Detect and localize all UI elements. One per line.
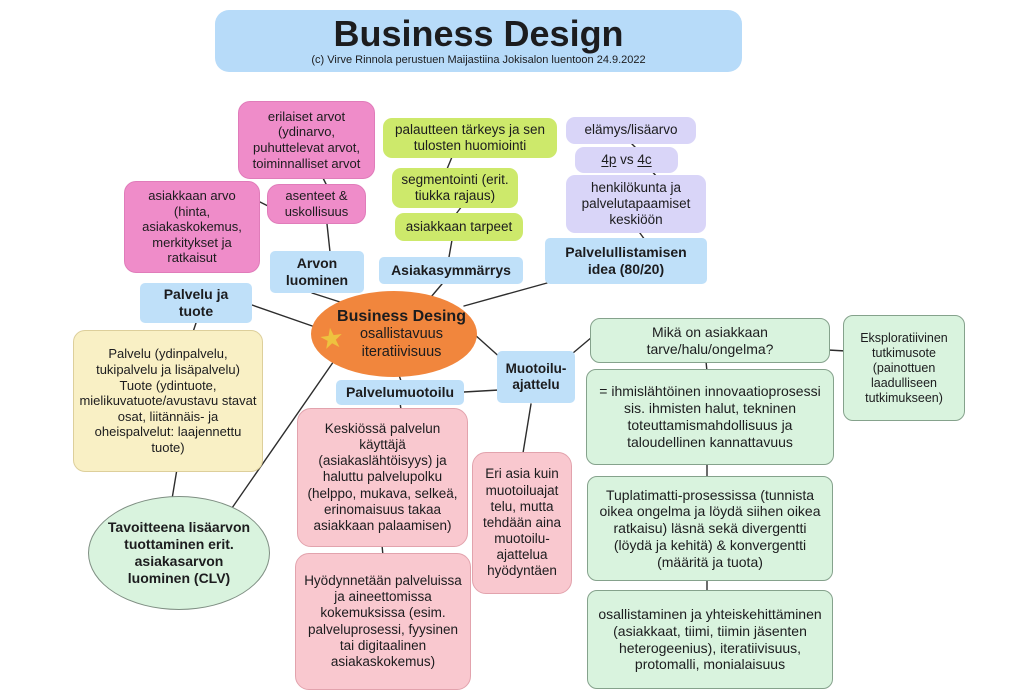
vs-label: vs [616, 151, 638, 167]
node-palvelu-tuote-info: Palvelu (ydinpalvelu, tukipalvelu ja lis… [73, 330, 263, 472]
node-mika-on-asiakkaan-tarve: Mikä on asiakkaan tarve/halu/ongelma? [590, 318, 830, 363]
connector-line [463, 389, 500, 393]
4p-vs-4c-label: 4p vs 4c [601, 152, 651, 168]
node-palvelu-ja-tuote: Palvelu ja tuote [140, 283, 252, 323]
node-eksploratiivinen-tutkimusote: Eksploratiivinen tutkimusote (painottuen… [843, 315, 965, 421]
node-palautteen-tarkeys: palautteen tärkeys ja sen tulosten huomi… [383, 118, 557, 158]
node-tuplatimatti-prosessi: Tuplatimatti-prosessissa (tunnista oikea… [587, 476, 833, 581]
credit-line: (c) Virve Rinnola perustuen Maijastiina … [311, 54, 646, 67]
node-4p-vs-4c: 4p vs 4c [575, 147, 678, 173]
node-henkilokunta: henkilökunta ja palvelutapaamiset keskiö… [566, 175, 706, 233]
4p-label: 4p [601, 151, 617, 167]
connector-line [463, 282, 548, 307]
node-asiakkaan-tarpeet: asiakkaan tarpeet [395, 213, 523, 241]
node-eri-asia-kuin: Eri asia kuin muotoiluajat telu, mutta t… [472, 452, 572, 594]
node-osallistaminen-yhteiskehittaminen: osallistaminen ja yhteiskehittäminen (as… [587, 590, 833, 689]
connector-line [522, 403, 532, 454]
node-palvelumuotoilu: Palvelumuotoilu [336, 380, 464, 405]
node-arvon-luominen: Arvon luominen [270, 251, 364, 293]
node-erilaiset-arvot: erilaiset arvot (ydinarvo, puhuttelevat … [238, 101, 375, 179]
star-icon: ★ [316, 321, 347, 356]
node-asenteet-uskollisuus: asenteet & uskollisuus [267, 184, 366, 224]
connector-line [430, 283, 443, 298]
center-subtitle-2: iteratiivisuus [361, 343, 442, 360]
node-segmentointi: segmentointi (erit. tiukka rajaus) [392, 168, 518, 208]
connector-line [311, 292, 341, 303]
node-palvelullistamisen-idea: Palvelullistamisen idea (80/20) [545, 238, 707, 284]
node-keskiossa-palvelun-kayttaja: Keskiössä palvelun käyttäjä (asiakasläht… [297, 408, 468, 547]
connector-line [446, 156, 453, 170]
node-muotoilu-ajattelu: Muotoilu-ajattelu [497, 351, 575, 403]
connector-line [572, 336, 593, 354]
connector-line [448, 239, 453, 258]
node-ihmislahtoinen-innovaatioprosessi: = ihmislähtöinen innovaatioprosessi sis.… [586, 369, 834, 465]
connector-line [251, 304, 319, 329]
node-asiakkaan-arvo: asiakkaan arvo (hinta, asiakaskokemus, m… [124, 181, 260, 273]
center-node-business-design: ★ Business Desing osallistavuus iteratii… [311, 291, 477, 377]
node-hyodynnetaan-palveluissa: Hyödynnetään palveluissa ja aineettomiss… [295, 553, 471, 690]
connector-line [231, 357, 337, 509]
center-title: Business Desing [337, 308, 466, 326]
node-elamys-lisaarvo: elämys/lisäarvo [566, 117, 696, 144]
node-tavoitteena-clv: Tavoitteena lisäarvon tuottaminen erit. … [88, 496, 270, 610]
4c-label: 4c [637, 151, 652, 167]
connector-line [326, 223, 331, 253]
node-asiakasymmarrys: Asiakasymmärrys [379, 257, 523, 284]
title-banner: Business Design (c) Virve Rinnola perust… [215, 10, 742, 72]
page-title: Business Design [333, 12, 624, 54]
center-subtitle-1: osallistavuus [359, 326, 443, 343]
